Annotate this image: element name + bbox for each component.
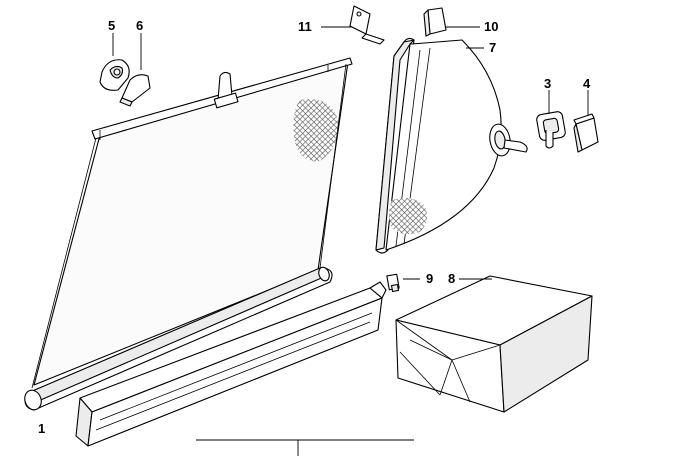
callout-labels: 1 2 3 4 5 6 7 8 9 10 11 — [38, 18, 591, 461]
cap-icon — [119, 74, 151, 107]
cover-cap-icon — [573, 113, 599, 153]
callout-3: 3 — [544, 76, 551, 91]
callout-9: 9 — [426, 271, 433, 286]
callout-8: 8 — [448, 271, 455, 286]
bracket-icon — [349, 5, 385, 45]
small-clip-icon — [386, 273, 400, 293]
callout-2: 2 — [294, 458, 301, 461]
side-window-sunblind-icon — [375, 37, 528, 254]
callout-5: 5 — [108, 18, 115, 33]
cover-plate-icon — [423, 7, 447, 37]
holder-clip-icon — [99, 59, 130, 91]
callout-10: 10 — [484, 19, 498, 34]
roller-sunblind-icon — [24, 57, 353, 411]
leader-lines — [112, 26, 589, 456]
callout-11: 11 — [298, 19, 312, 34]
trim-strip-icon — [75, 281, 387, 447]
hook-clip-icon — [536, 111, 566, 149]
callout-1: 1 — [38, 421, 45, 436]
callout-7: 7 — [489, 40, 496, 55]
callout-6: 6 — [136, 18, 143, 33]
storage-box-icon — [395, 275, 593, 413]
callout-4: 4 — [583, 76, 591, 91]
